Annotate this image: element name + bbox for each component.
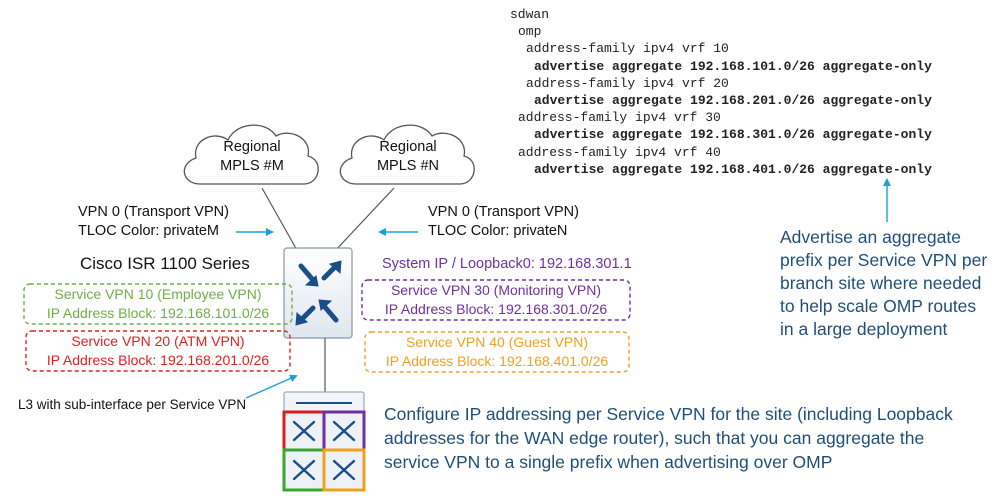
link-mpls-n	[333, 187, 395, 253]
router-model-label: Cisco ISR 1100 Series	[80, 254, 250, 273]
switch-stack-icon	[282, 391, 366, 492]
service-vpn-20-name: Service VPN 20 (ATM VPN)	[71, 333, 245, 349]
transport-right-line2: TLOC Color: privateN	[428, 223, 568, 239]
cloud-m-label-1: Regional	[223, 139, 280, 155]
service-vpn-10-block: IP Address Block: 192.168.101.0/26	[46, 305, 270, 321]
service-vpn-10-name: Service VPN 10 (Employee VPN)	[54, 286, 262, 302]
code-line: advertise aggregate 192.168.201.0/26 agg…	[534, 93, 932, 109]
advertise-aggregate-note: Advertise an aggregate prefix per Service…	[780, 226, 987, 341]
service-vpn-30-box	[361, 279, 631, 321]
service-vpn-20-label: Service VPN 20 (ATM VPN) IP Address Bloc…	[26, 332, 290, 370]
service-vpn-20-box	[25, 330, 291, 372]
service-vpn-40-box	[364, 331, 630, 373]
service-vpn-30-label: Service VPN 30 (Monitoring VPN) IP Addre…	[362, 281, 630, 319]
cloud-n-label-2: MPLS #N	[377, 158, 439, 174]
code-line: address-family ipv4 vrf 10	[526, 41, 729, 57]
cloud-mpls-n-icon	[339, 124, 475, 185]
advertise-note-line: branch site where needed	[780, 273, 982, 293]
advertise-note-line: prefix per Service VPN per	[780, 250, 988, 270]
configure-addressing-note: Configure IP addressing per Service VPN …	[384, 402, 953, 474]
advertise-note-line: in a large deployment	[780, 319, 948, 339]
code-line: address-family ipv4 vrf 20	[526, 75, 729, 91]
code-line: address-family ipv4 vrf 40	[518, 144, 721, 160]
code-line: advertise aggregate 192.168.101.0/26 agg…	[534, 58, 932, 74]
config-note-line: Configure IP addressing per Service VPN …	[384, 404, 953, 424]
service-vpn-10-label: Service VPN 10 (Employee VPN) IP Address…	[24, 285, 292, 323]
service-vpn-30-name: Service VPN 30 (Monitoring VPN)	[390, 282, 602, 298]
cloud-m-label-2: MPLS #M	[220, 158, 284, 174]
advertise-note-line: Advertise an aggregate	[780, 227, 961, 247]
service-vpn-30-block: IP Address Block: 192.168.301.0/26	[384, 301, 608, 317]
code-line: address-family ipv4 vrf 30	[518, 110, 721, 126]
config-note-line: addresses for the WAN edge router), such…	[384, 428, 925, 448]
service-vpn-40-block: IP Address Block: 192.168.401.0/26	[385, 353, 609, 369]
system-ip-label: System IP / Loopback0: 192.168.301.1	[382, 256, 632, 272]
service-vpn-10-box	[23, 283, 293, 325]
link-mpls-m	[261, 187, 299, 253]
code-line: sdwan	[510, 7, 550, 22]
cloud-mpls-m-icon	[183, 124, 319, 185]
arrow-l3-note	[245, 374, 298, 399]
transport-right-line1: VPN 0 (Transport VPN)	[428, 204, 579, 220]
cloud-n-label-1: Regional	[379, 139, 436, 155]
code-line: omp	[518, 24, 542, 40]
service-vpn-40-name: Service VPN 40 (Guest VPN)	[405, 334, 589, 350]
service-vpn-20-block: IP Address Block: 192.168.201.0/26	[46, 352, 270, 368]
service-vpn-40-label: Service VPN 40 (Guest VPN) IP Address Bl…	[365, 333, 629, 371]
code-line: advertise aggregate 192.168.301.0/26 agg…	[534, 127, 932, 143]
code-line: advertise aggregate 192.168.401.0/26 agg…	[534, 161, 932, 177]
advertise-note-line: to help scale OMP routes	[780, 296, 977, 316]
config-note-line: service VPN to a single prefix when adve…	[384, 452, 833, 472]
l3-subinterface-note: L3 with sub-interface per Service VPN	[18, 397, 247, 412]
transport-left-line2: TLOC Color: privateM	[78, 223, 220, 239]
router-icon	[283, 247, 353, 339]
transport-left-line1: VPN 0 (Transport VPN)	[78, 204, 229, 220]
